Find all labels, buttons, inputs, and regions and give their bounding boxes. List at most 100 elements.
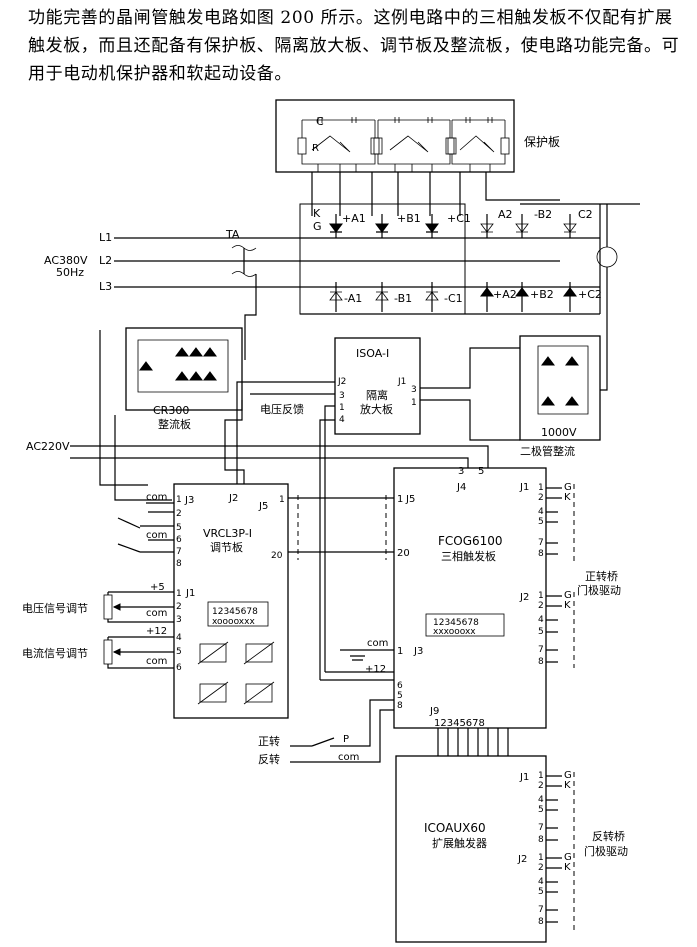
icoa-J1: J1 bbox=[519, 772, 529, 783]
thyristor-upper-row bbox=[329, 214, 577, 238]
cr300-rect-board: CR300 整流板 bbox=[99, 327, 245, 501]
thyristor-minus-B2: -B2 bbox=[534, 208, 552, 221]
fcog-pin5b: 5 bbox=[397, 691, 403, 701]
intro-paragraph: 功能完善的晶闸管触发电路如图 200 所示。这例电路中的三相触发板不仅配有扩展触… bbox=[28, 8, 680, 84]
ta-label: TA bbox=[225, 228, 240, 241]
thyristor-plus-A2: +A2 bbox=[493, 288, 517, 301]
thyristor-plus-A1: +A1 bbox=[342, 212, 366, 225]
svg-text:2: 2 bbox=[538, 493, 544, 503]
svg-text:G: G bbox=[564, 770, 572, 781]
svg-text:7: 7 bbox=[538, 645, 544, 655]
svg-text:5: 5 bbox=[538, 627, 544, 637]
thyristor-minus-C1: -C1 bbox=[444, 292, 463, 305]
svg-text:1: 1 bbox=[538, 591, 544, 601]
svg-text:5: 5 bbox=[176, 647, 182, 657]
fcog-dip-marks: xxxoooxx bbox=[433, 627, 476, 637]
com-1: com bbox=[146, 492, 167, 503]
vrcl-J5: J5 bbox=[258, 501, 268, 512]
cr300-label: CR300 bbox=[153, 404, 189, 417]
voltage-pot-icon bbox=[103, 594, 113, 620]
fcog-pin11: 1 bbox=[397, 646, 403, 657]
vrcl-pin1: 1 bbox=[279, 495, 285, 505]
icoa-sub: 扩展触发器 bbox=[432, 836, 487, 850]
svg-text:8: 8 bbox=[176, 559, 182, 569]
gate-G-label: G bbox=[313, 220, 322, 233]
svg-text:5: 5 bbox=[176, 523, 182, 533]
isoa-pin3r: 3 bbox=[411, 385, 417, 395]
isoa-sub1: 隔离 bbox=[366, 388, 388, 402]
vrcl-pin20: 20 bbox=[271, 551, 283, 561]
voltage-feedback-label: 电压反馈 bbox=[260, 403, 304, 416]
svg-text:5: 5 bbox=[538, 517, 544, 527]
cap-label: C bbox=[316, 115, 324, 128]
direction-switch[interactable]: 正转 反转 P com bbox=[258, 699, 394, 766]
thyristor-plus-C1: +C1 bbox=[447, 212, 471, 225]
svg-text:1: 1 bbox=[538, 771, 544, 781]
thyristor-A2: A2 bbox=[498, 208, 513, 221]
svg-text:8: 8 bbox=[538, 835, 544, 845]
thyristor-bank: K G +A1 +B1 +C1 A2 -B2 C2 -A1 -B1 -C1 +A… bbox=[299, 203, 640, 391]
thyristor-plus-B2: +B2 bbox=[530, 288, 554, 301]
svg-text:5: 5 bbox=[538, 887, 544, 897]
svg-text:K: K bbox=[564, 600, 571, 611]
fcog-pin20: 20 bbox=[397, 548, 410, 559]
svg-text:2: 2 bbox=[538, 863, 544, 873]
vrcl-J2: J2 bbox=[228, 493, 238, 504]
rev-label: 反转 bbox=[258, 752, 280, 766]
vrcl-regulator-board: J3 J2 J5 VRCL3P-Ⅰ 调节板 J1 1 20 1 2 5 6 7 … bbox=[117, 483, 398, 719]
svg-text:4: 4 bbox=[176, 633, 182, 643]
vrcl-dip-digits: 12345678 bbox=[212, 607, 258, 617]
svg-text:3: 3 bbox=[176, 615, 182, 625]
thyristor-minus-B1: -B1 bbox=[394, 292, 412, 305]
fcog-J3: J3 bbox=[413, 646, 423, 657]
icoa-J2-pins: 1 2 4 5 7 8 G K bbox=[538, 852, 572, 927]
svg-text:5: 5 bbox=[538, 805, 544, 815]
fcog-pin8: 8 bbox=[397, 701, 403, 711]
thyristor-plus-C2: +C2 bbox=[578, 288, 602, 301]
j9-label: J9 bbox=[429, 706, 439, 717]
svg-text:4: 4 bbox=[538, 795, 544, 805]
plus12-label: +12 bbox=[146, 626, 167, 637]
svg-text:2: 2 bbox=[538, 781, 544, 791]
svg-text:7: 7 bbox=[176, 547, 182, 557]
svg-text:4: 4 bbox=[538, 507, 544, 517]
rev-gate-label-2: 门极驱动 bbox=[584, 844, 628, 858]
icoa-J1-pins: 1 2 4 5 7 8 G K bbox=[538, 770, 572, 845]
fcog-J2-pins: 1 2 4 5 7 8 G K bbox=[538, 590, 572, 667]
fcog-sub: 三相触发板 bbox=[441, 549, 496, 563]
icoaux-extension-trigger: ICOAUX60 扩展触发器 J1 J2 1 2 4 5 7 8 G K 1 2… bbox=[395, 755, 628, 943]
fcog-J1: J1 bbox=[519, 482, 529, 493]
vrcl-J1: J1 bbox=[185, 588, 195, 599]
thyristor-lower-row bbox=[329, 282, 577, 312]
rev-gate-label-1: 反转桥 bbox=[592, 829, 625, 843]
thyristor-C2: C2 bbox=[578, 208, 593, 221]
svg-text:1: 1 bbox=[538, 483, 544, 493]
isoa-title: ISOA-Ⅰ bbox=[356, 347, 389, 360]
isoa-J2: J2 bbox=[337, 377, 346, 387]
phase-L3: L3 bbox=[99, 280, 112, 293]
isoa-pin1r: 1 bbox=[411, 398, 417, 408]
snubber-3 bbox=[447, 117, 510, 172]
fcog-com: com bbox=[367, 638, 388, 649]
fcog-J5: J5 bbox=[405, 494, 415, 505]
isoa-pin3: 3 bbox=[339, 391, 345, 401]
fcog-pin3: 3 bbox=[458, 466, 464, 477]
vrcl-J1-pins: 1 2 3 4 5 6 bbox=[176, 589, 182, 673]
svg-text:K: K bbox=[564, 492, 571, 503]
phase-L2: L2 bbox=[99, 254, 112, 267]
protection-board-label: 保护板 bbox=[524, 135, 560, 149]
protection-board: 保护板 C R bbox=[275, 99, 560, 216]
svg-text:4: 4 bbox=[538, 615, 544, 625]
isoa-sub2: 放大板 bbox=[360, 402, 393, 416]
svg-text:1: 1 bbox=[176, 495, 182, 505]
svg-text:G: G bbox=[564, 482, 572, 493]
com-3: com bbox=[146, 608, 167, 619]
svg-text:6: 6 bbox=[176, 535, 182, 545]
vrcl-dip-marks: xooooxxx bbox=[212, 617, 255, 627]
ac380-label: AC380V bbox=[44, 254, 88, 267]
com-5: com bbox=[338, 752, 359, 763]
hz-label: 50Hz bbox=[56, 266, 84, 279]
diode-rectifier-1000v: 1000V 二极管整流 bbox=[519, 335, 601, 458]
plus5-label: +5 bbox=[150, 582, 165, 593]
current-adjust-label: 电流信号调节 bbox=[22, 646, 88, 660]
